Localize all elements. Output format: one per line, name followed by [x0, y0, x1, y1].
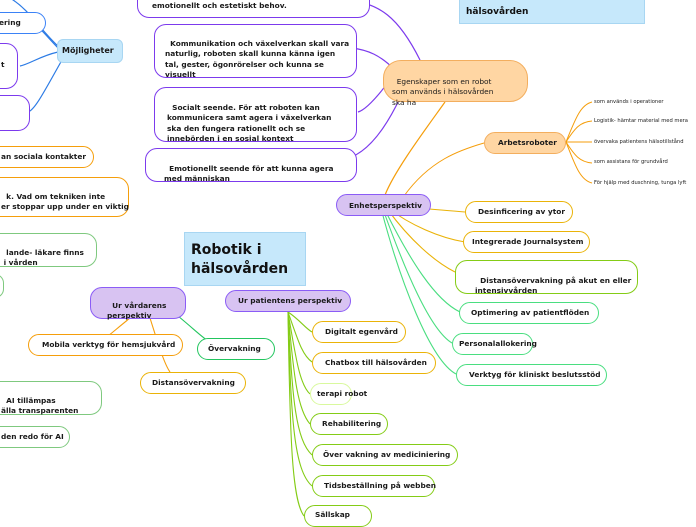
work-robot-item: För hjälp med duschning, tunga lyft [594, 180, 687, 186]
care-item[interactable]: Övervakning [197, 338, 275, 360]
property-item[interactable]: Emotionellt seende för att kunna agera m… [145, 148, 357, 183]
unit-item[interactable]: Distansövervakning på akut en eller inte… [455, 260, 638, 295]
work-robot-item: som assistans för grundvård [594, 159, 668, 165]
care-item[interactable]: Distansövervakning [140, 372, 246, 394]
work-robot-item: övervaka patientens hälsotillstånd [594, 139, 684, 145]
properties-node[interactable]: Egenskaper som en robot som används i hä… [383, 60, 528, 107]
patient-item[interactable]: Sällskap [304, 505, 372, 527]
possibility-item[interactable]: k. Vad om tekniken inte er stoppar upp u… [0, 177, 129, 217]
care-item[interactable]: Mobila verktyg för hemsjukvård [28, 334, 183, 356]
patient-item[interactable]: terapi robot [310, 383, 367, 405]
possibility-item[interactable]: den redo för AI [0, 426, 70, 448]
unit-item[interactable]: Integrerade Journalsystem [463, 231, 590, 253]
patient-item[interactable]: Rehabilitering [310, 413, 388, 435]
care-node[interactable]: Ur vårdarens perspektiv [90, 287, 186, 320]
unit-item[interactable]: Optimering av patientflöden [459, 302, 599, 324]
possibility-item[interactable]: lande- läkare finns i vården [0, 233, 97, 267]
possibility-item[interactable]: ering [0, 12, 46, 34]
possibilities-label: Möjligheter [62, 46, 114, 55]
possibilities-node[interactable]: Möjligheter [57, 39, 123, 63]
possibility-item[interactable]: AI tillämpas älla transparenten [0, 381, 102, 415]
top-right-title-text: hälsovården [466, 7, 529, 17]
root-title-text: Robotik i hälsovården [191, 242, 289, 277]
top-right-title: hälsovården [459, 0, 645, 24]
patient-node[interactable]: Ur patientens perspektiv [225, 290, 351, 312]
possibility-item[interactable] [0, 95, 30, 131]
unit-item[interactable]: Verktyg för kliniskt beslutsstöd [456, 364, 607, 386]
work-robots-node[interactable]: Arbetsroboter [484, 132, 566, 154]
unit-item[interactable]: Personalallokering [452, 333, 537, 355]
possibility-item[interactable]: an sociala kontakter [0, 146, 94, 168]
property-item[interactable]: emotionellt och estetiskt behov. [137, 0, 370, 18]
patient-item[interactable]: Över vakning av mediciniering [312, 444, 458, 466]
work-robot-item: som används i operationer [594, 99, 664, 105]
patient-item[interactable]: Tidsbeställning på webben [312, 475, 436, 497]
patient-item[interactable]: Digitalt egenvård [312, 321, 406, 343]
root-title: Robotik i hälsovården [184, 232, 306, 286]
work-robot-item: Logistik- hämtar material med mera [594, 118, 688, 124]
patient-item[interactable]: Chatbox till hälsovården [312, 352, 436, 374]
possibility-item[interactable]: t [0, 43, 18, 89]
unit-node[interactable]: Enhetsperspektiv [336, 194, 431, 216]
property-item[interactable]: Socialt seende. För att roboten kan komm… [154, 87, 357, 143]
unit-item[interactable]: Desinficering av ytor [465, 201, 573, 223]
property-item[interactable]: Kommunikation och växelverkan skall vara… [154, 24, 357, 79]
